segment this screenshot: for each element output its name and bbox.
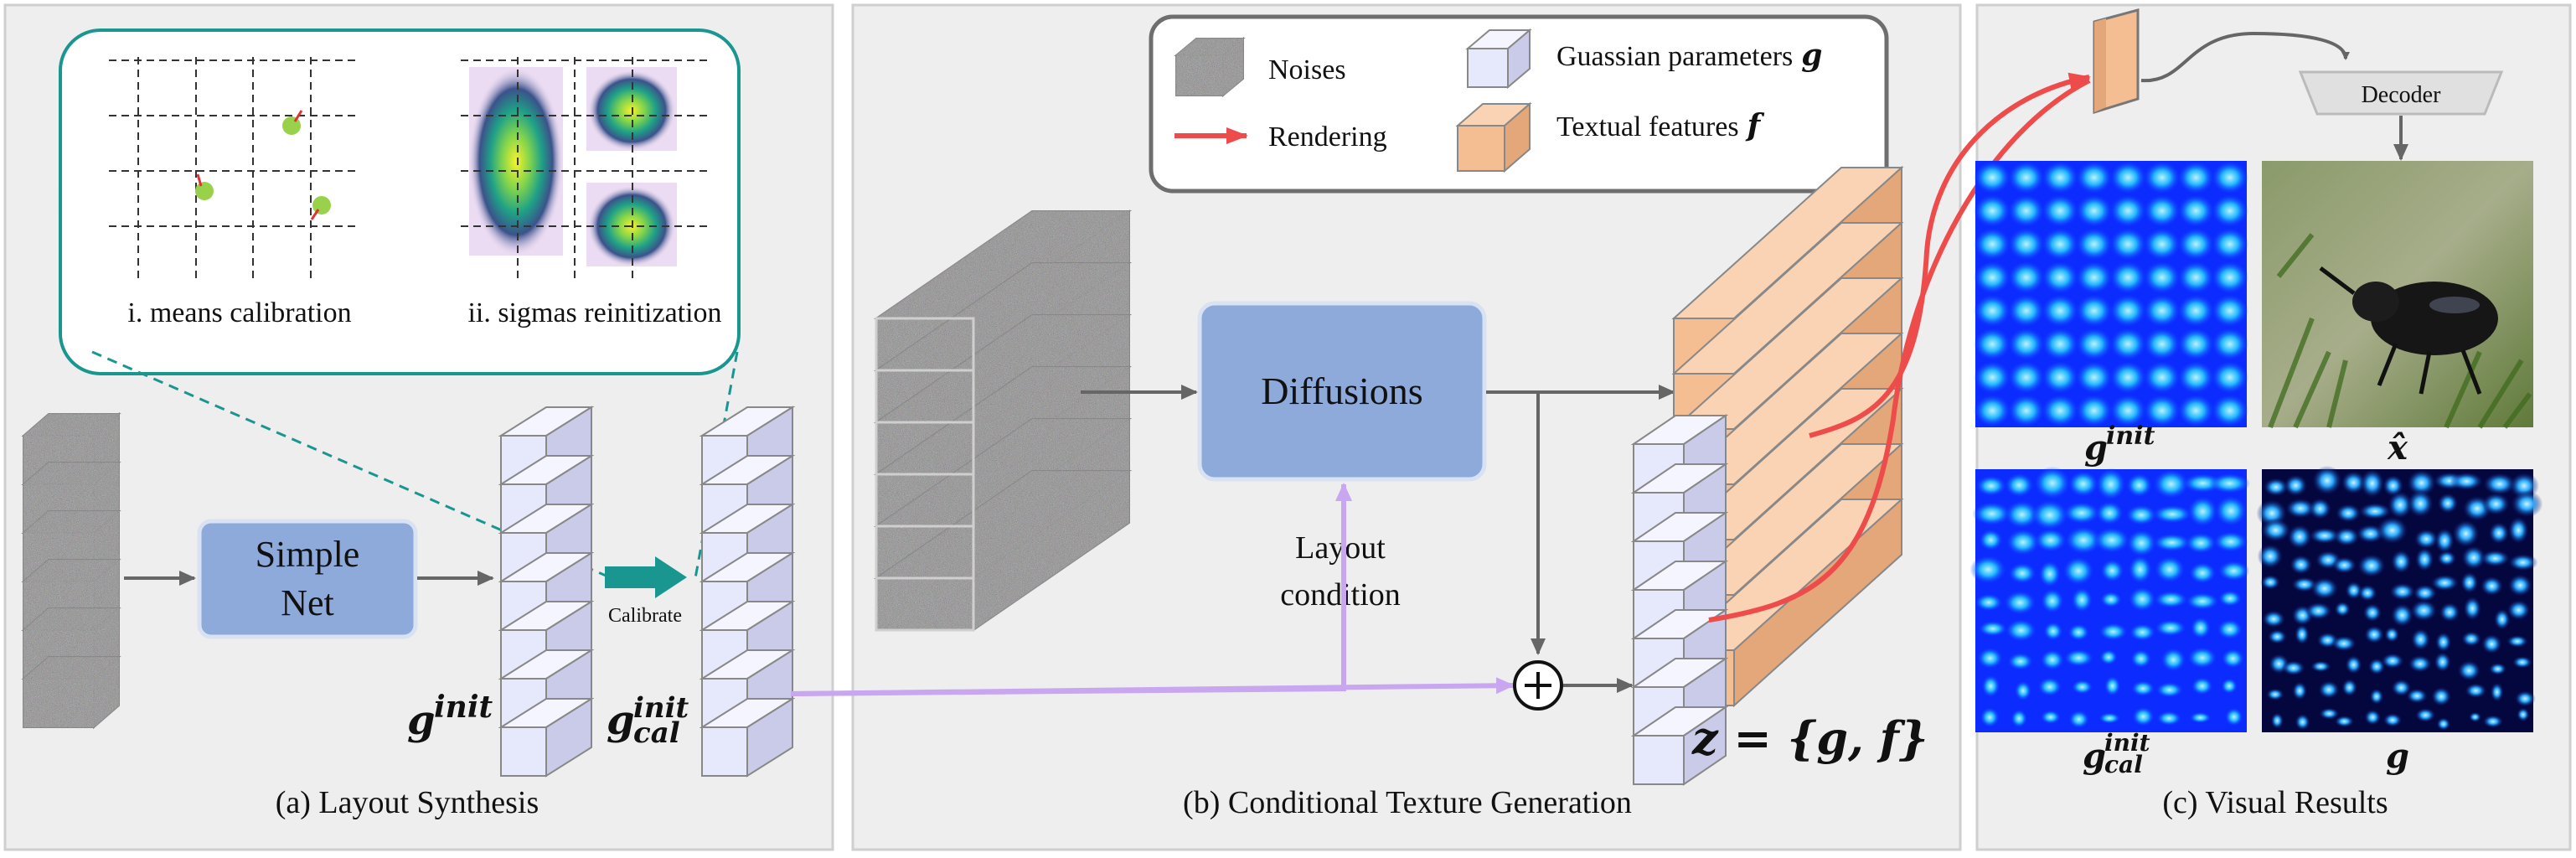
g-final-visual bbox=[2256, 465, 2543, 732]
svg-text:g: g bbox=[2083, 737, 2106, 776]
svg-text:cal: cal bbox=[633, 716, 680, 750]
svg-text:Net: Net bbox=[281, 582, 334, 623]
gaussian-cube bbox=[699, 697, 796, 778]
svg-text:cal: cal bbox=[2104, 751, 2143, 778]
noise-cube bbox=[873, 469, 1133, 632]
plus-operator bbox=[1513, 660, 1563, 711]
svg-text:init: init bbox=[434, 690, 493, 725]
noise-cube bbox=[21, 654, 121, 730]
legend-rendering: Rendering bbox=[1268, 121, 1387, 152]
sigmas-grid bbox=[461, 57, 712, 281]
panel-b-caption: (b) Conditional Texture Generation bbox=[1183, 785, 1632, 820]
g-cal-init-visual bbox=[1969, 466, 2251, 732]
svg-text:g: g bbox=[407, 697, 436, 744]
mean-points bbox=[195, 110, 331, 220]
g-cal-stack bbox=[699, 406, 796, 778]
layout-condition-line2: condition bbox=[1280, 577, 1401, 612]
arrow-plane-to-decoder bbox=[2140, 31, 2350, 83]
calibrate-arrow: Calibrate bbox=[605, 556, 687, 627]
noise-stack-a bbox=[21, 411, 121, 730]
legend-noise-cube bbox=[1174, 36, 1246, 98]
svg-text:g: g bbox=[607, 697, 635, 744]
layout-condition-line1: Layout bbox=[1295, 530, 1386, 566]
gaussian-cube bbox=[1630, 706, 1729, 786]
gaussian-cube bbox=[1465, 28, 1532, 90]
g-init-visual bbox=[1973, 161, 2249, 427]
svg-text:Diffusions: Diffusions bbox=[1261, 370, 1422, 412]
c-label-g-init: g init bbox=[2084, 421, 2155, 468]
g-init-label: g init bbox=[407, 690, 493, 744]
panel-a-caption: (a) Layout Synthesis bbox=[276, 785, 539, 820]
simple-net-block: Simple Net bbox=[197, 519, 418, 639]
noise-stack-b bbox=[873, 209, 1133, 632]
g-cal-init-label: g init cal bbox=[607, 691, 689, 750]
purple-arrow-to-plus bbox=[790, 677, 1515, 696]
textual-cube bbox=[1455, 101, 1532, 173]
svg-text:Simple: Simple bbox=[256, 534, 360, 575]
z-expression: z = {g, f} bbox=[1691, 711, 1928, 765]
render-curve-lower bbox=[1708, 78, 2091, 623]
calibrate-label: Calibrate bbox=[608, 605, 682, 627]
svg-text:init: init bbox=[2104, 729, 2150, 757]
legend-noises: Noises bbox=[1268, 54, 1346, 85]
svg-text:init: init bbox=[633, 691, 689, 725]
decoder-block: Decoder bbox=[2298, 70, 2504, 116]
g-init-stack bbox=[498, 406, 595, 778]
render-curve-upper bbox=[1809, 72, 2091, 438]
diffusions-block: Diffusions bbox=[1197, 301, 1487, 482]
legend-textual-cube bbox=[1455, 101, 1532, 173]
means-calibration-label: i. means calibration bbox=[127, 297, 351, 328]
svg-text:Decoder: Decoder bbox=[2362, 82, 2442, 108]
noise-cube bbox=[1174, 36, 1246, 98]
feature-plane bbox=[2093, 8, 2140, 115]
c-label-g-cal-init: g init cal bbox=[2083, 729, 2150, 778]
c-label-g: g bbox=[2386, 737, 2409, 776]
z-gaussian-stack bbox=[1630, 414, 1729, 786]
gaussian-cube bbox=[498, 697, 595, 778]
c-label-x-hat: x̂ bbox=[2387, 428, 2408, 468]
means-grid bbox=[109, 57, 360, 281]
x-hat-image bbox=[2262, 161, 2533, 429]
inset-callout: i. means calibration ii. sigmas reinitiz… bbox=[59, 28, 741, 375]
legend-gaussian-cube bbox=[1465, 28, 1532, 90]
svg-text:init: init bbox=[2106, 421, 2155, 451]
panel-c-caption: (c) Visual Results bbox=[2162, 785, 2388, 820]
sigmas-reinitization-label: ii. sigmas reinitization bbox=[467, 297, 721, 328]
svg-text:g: g bbox=[2084, 428, 2108, 468]
